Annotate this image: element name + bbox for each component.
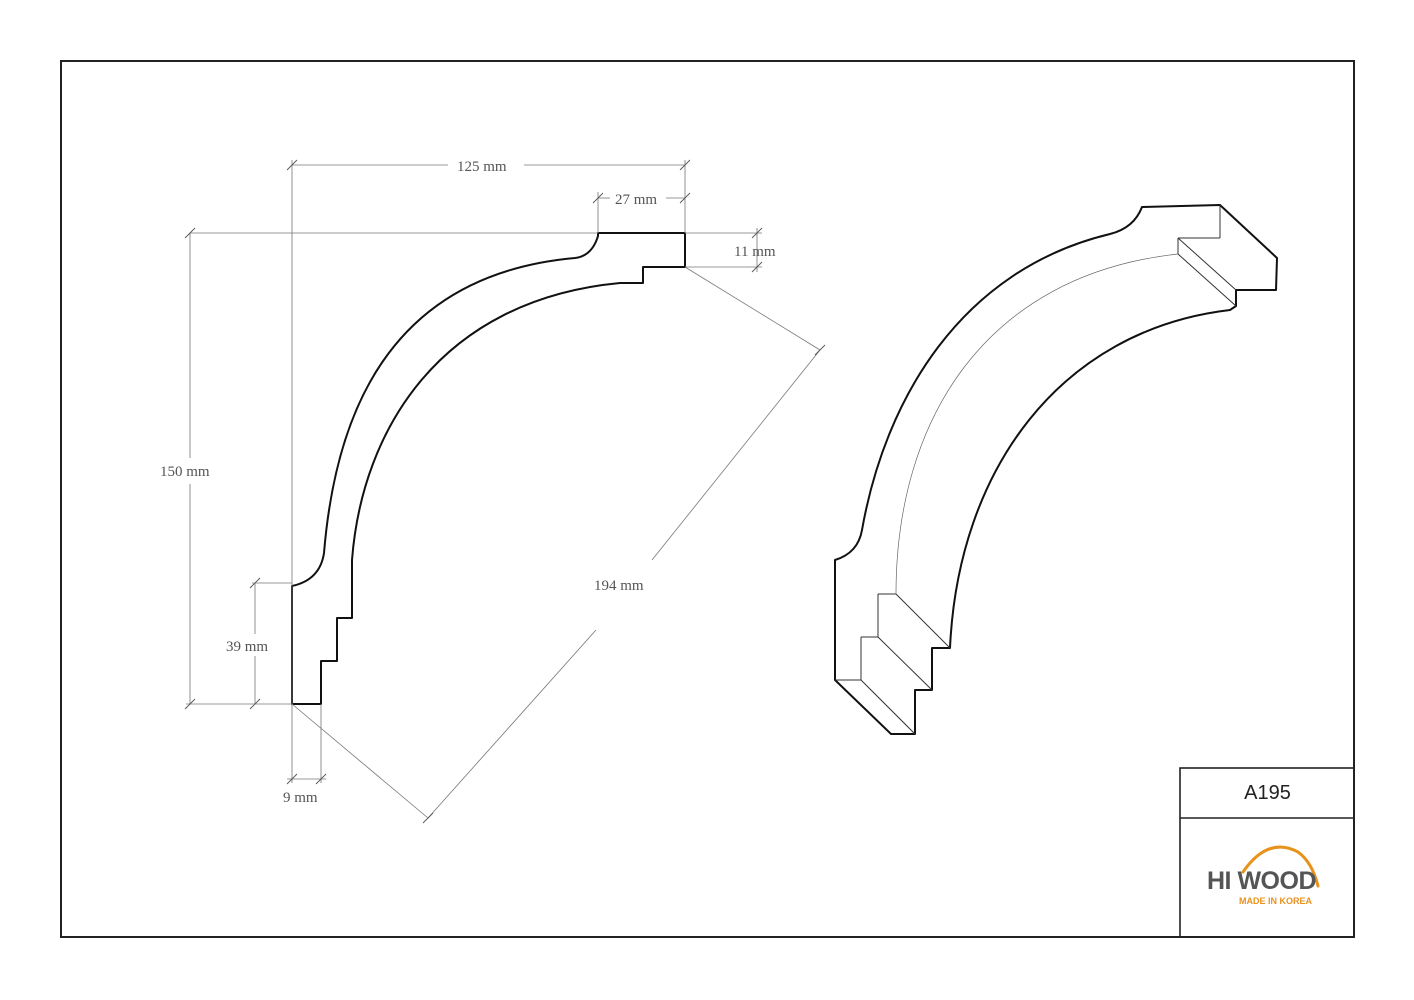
logo-brand-right: WOOD <box>1237 867 1316 895</box>
dim-label-width: 125 mm <box>457 159 507 175</box>
title-block <box>1179 767 1355 938</box>
logo-arc <box>1241 845 1320 888</box>
dim-label-top-step: 11 mm <box>734 244 776 260</box>
dim-label-height: 150 mm <box>160 464 210 480</box>
molding-3d-view <box>834 204 1278 735</box>
dim-label-diagonal: 194 mm <box>594 578 644 594</box>
logo-brand-left: HI <box>1207 867 1232 895</box>
logo-wordmark: HI WOOD <box>1207 867 1316 896</box>
molding-profile <box>291 232 686 705</box>
brand-logo: HI WOOD MADE IN KOREA <box>1181 819 1354 937</box>
sheet-frame <box>60 60 1355 938</box>
dim-label-bottom-step: 39 mm <box>226 639 268 655</box>
dimension-ticks <box>184 159 826 824</box>
product-code: A195 <box>1244 781 1291 804</box>
dimension-lines <box>186 160 821 819</box>
dim-label-top-flat: 27 mm <box>615 192 657 208</box>
logo-tagline: MADE IN KOREA <box>1239 896 1313 906</box>
dim-label-bottom-flat: 9 mm <box>283 790 318 806</box>
